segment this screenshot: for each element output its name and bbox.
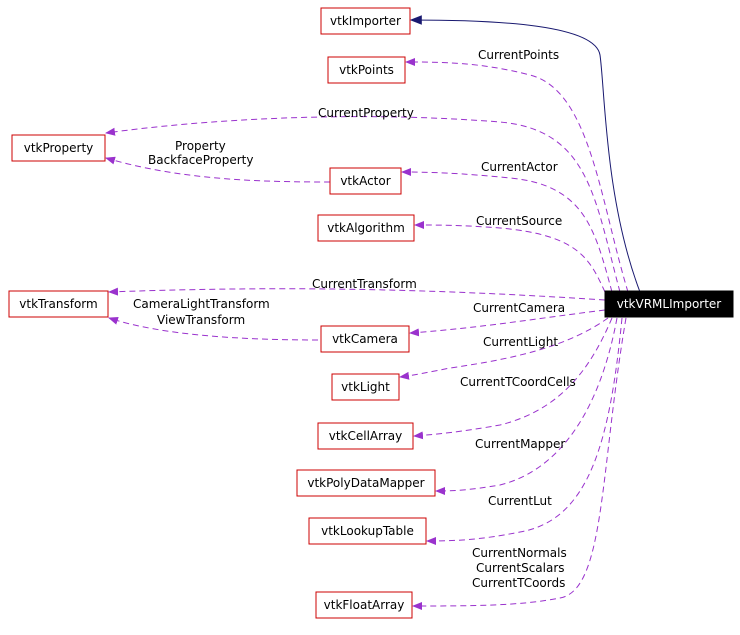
node-vtkvrmlimporter[interactable]: vtkVRMLImporter bbox=[604, 290, 734, 318]
inheritance-edge-importer bbox=[409, 15, 641, 293]
node-box bbox=[317, 214, 415, 242]
edge-current-source bbox=[414, 221, 606, 293]
node-vtkalgorithm[interactable]: vtkAlgorithm bbox=[317, 214, 415, 242]
node-box bbox=[8, 290, 109, 318]
edge-property-backface bbox=[105, 156, 331, 183]
edge-current-mapper bbox=[435, 317, 618, 495]
node-box bbox=[329, 167, 402, 195]
label-current-mapper: CurrentMapper bbox=[475, 437, 565, 451]
node-vtkcellarray[interactable]: vtkCellArray bbox=[317, 422, 414, 450]
label-current-scalars: CurrentScalars bbox=[476, 561, 565, 575]
node-label: vtkLight bbox=[341, 380, 390, 394]
node-label: vtkActor bbox=[340, 174, 390, 188]
label-camera-light-transform: CameraLightTransform bbox=[133, 297, 270, 311]
node-label: vtkPoints bbox=[339, 63, 394, 77]
node-box bbox=[327, 56, 406, 84]
node-box bbox=[331, 373, 400, 401]
edge-current-actor bbox=[401, 168, 613, 293]
edge-current-lut bbox=[426, 317, 623, 545]
node-vtkpolydatamapper[interactable]: vtkPolyDataMapper bbox=[296, 469, 436, 497]
node-label: vtkProperty bbox=[24, 141, 94, 155]
edge-current-normals-scalars-tcoords bbox=[412, 317, 627, 610]
node-vtklight[interactable]: vtkLight bbox=[331, 373, 400, 401]
edge-current-points bbox=[405, 58, 629, 293]
node-vtklookuptable[interactable]: vtkLookupTable bbox=[308, 517, 427, 545]
node-label: vtkPolyDataMapper bbox=[307, 476, 424, 490]
edge-current-transform bbox=[108, 287, 606, 301]
edge-current-camera bbox=[409, 309, 606, 337]
label-backface-property: BackfaceProperty bbox=[148, 153, 253, 167]
node-vtkpoints[interactable]: vtkPoints bbox=[327, 56, 406, 84]
node-vtkfloatarray[interactable]: vtkFloatArray bbox=[315, 591, 413, 619]
node-label: vtkLookupTable bbox=[321, 524, 414, 538]
edge-current-property bbox=[105, 116, 621, 293]
label-current-actor: CurrentActor bbox=[481, 160, 558, 174]
label-current-points: CurrentPoints bbox=[478, 48, 559, 62]
node-vtkcamera[interactable]: vtkCamera bbox=[320, 325, 410, 353]
node-label: vtkAlgorithm bbox=[327, 221, 405, 235]
edge-current-light bbox=[399, 317, 609, 380]
node-vtkimporter[interactable]: vtkImporter bbox=[320, 7, 411, 35]
nodes: vtkImporter vtkPoints vtkProperty vtkAct… bbox=[8, 7, 734, 619]
label-current-transform: CurrentTransform bbox=[312, 277, 417, 291]
node-box bbox=[317, 422, 414, 450]
node-vtkactor[interactable]: vtkActor bbox=[329, 167, 402, 195]
edge-current-tcoord-cells bbox=[413, 317, 613, 440]
edges bbox=[105, 15, 641, 610]
label-property: Property bbox=[175, 139, 226, 153]
node-label: vtkCamera bbox=[332, 332, 398, 346]
node-label: vtkTransform bbox=[19, 297, 97, 311]
label-current-camera: CurrentCamera bbox=[473, 301, 565, 315]
edge-camera-light-view-transform bbox=[108, 317, 319, 341]
node-vtktransform[interactable]: vtkTransform bbox=[8, 290, 109, 318]
node-label: vtkCellArray bbox=[329, 429, 403, 443]
edge-labels: CurrentPoints CurrentProperty Property B… bbox=[133, 48, 576, 590]
node-box bbox=[11, 134, 106, 162]
label-current-normals: CurrentNormals bbox=[472, 546, 567, 560]
node-box bbox=[315, 591, 413, 619]
node-box bbox=[320, 325, 410, 353]
label-current-light: CurrentLight bbox=[483, 335, 558, 349]
node-box-main bbox=[604, 290, 734, 318]
node-box bbox=[296, 469, 436, 497]
label-view-transform: ViewTransform bbox=[157, 313, 245, 327]
label-current-tcoord-cells: CurrentTCoordCells bbox=[460, 375, 576, 389]
node-box bbox=[320, 7, 411, 35]
label-current-lut: CurrentLut bbox=[488, 494, 552, 508]
label-current-tcoords: CurrentTCoords bbox=[472, 576, 565, 590]
node-label: vtkVRMLImporter bbox=[617, 297, 722, 311]
node-box bbox=[308, 517, 427, 545]
node-label: vtkFloatArray bbox=[324, 598, 405, 612]
node-label: vtkImporter bbox=[330, 14, 401, 28]
label-current-source: CurrentSource bbox=[476, 214, 562, 228]
node-vtkproperty[interactable]: vtkProperty bbox=[11, 134, 106, 162]
label-current-property: CurrentProperty bbox=[318, 106, 414, 120]
